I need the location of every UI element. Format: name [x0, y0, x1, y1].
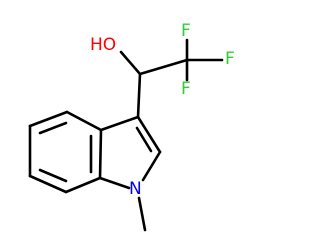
bond-c3-c3a [99, 115, 140, 132]
atom-label-fluorine-right: F [225, 49, 235, 69]
bond-c7a-c3a [98, 128, 103, 180]
bond-c2-n [141, 150, 162, 182]
bond-n-c7a [98, 176, 131, 190]
bond-c4-c5 [28, 110, 69, 128]
bond-c-oh [119, 50, 142, 76]
chemical-structure-diagram: HO F F F N [28, 21, 235, 232]
bond-c7-c7a [64, 176, 102, 194]
bond-c3-c2 [136, 115, 162, 154]
atom-label-hydroxyl: HO [90, 35, 116, 55]
atom-labels: HO F F F N [90, 21, 235, 199]
atom-label-fluorine-top: F [181, 21, 191, 41]
bond-c-cf3 [138, 58, 189, 76]
bond-c-c3 [136, 72, 142, 119]
bond-c4-c5-inner [38, 121, 68, 135]
bond-c6-c7-inner [38, 168, 68, 183]
bond-n-methyl [137, 196, 147, 232]
atom-label-fluorine-bottom: F [181, 79, 191, 99]
bond-skeleton [28, 38, 224, 232]
bond-c3-c2-inner [135, 126, 153, 153]
bond-c3a-c4 [65, 110, 103, 132]
bond-c6-c7 [28, 174, 68, 194]
atom-label-indole-nitrogen: N [129, 179, 142, 199]
